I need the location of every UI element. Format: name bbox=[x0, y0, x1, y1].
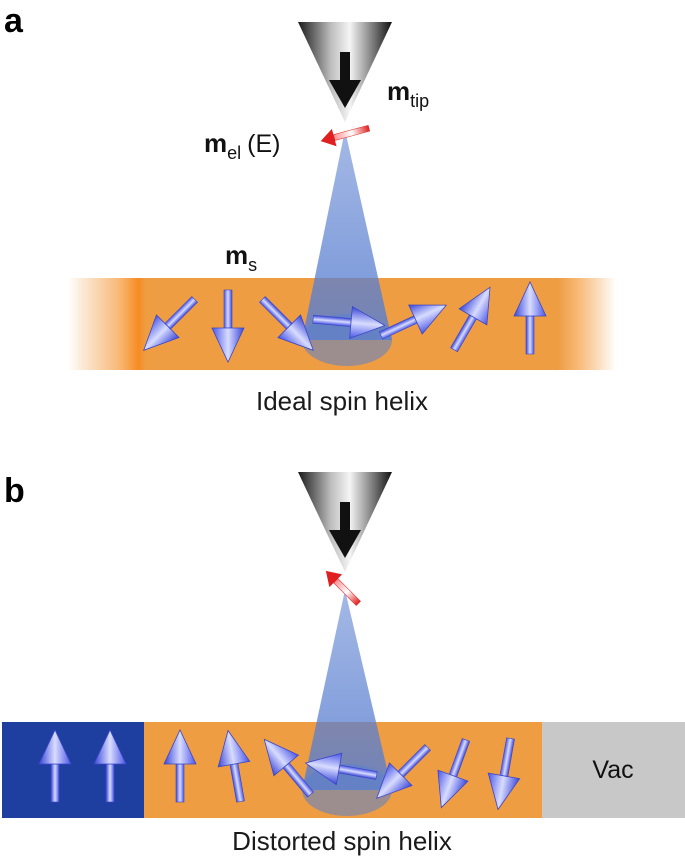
panel-a: a mtip mel(E) ms Ideal spin helix bbox=[4, 2, 616, 416]
band-right-fade bbox=[558, 278, 616, 370]
electron-moment-arrow-b bbox=[325, 570, 361, 606]
caption-a: Ideal spin helix bbox=[256, 386, 428, 416]
vacuum-label: Vac bbox=[592, 756, 633, 784]
panel-b-letter: b bbox=[4, 472, 25, 510]
vacuum-region bbox=[542, 722, 685, 818]
electron-moment-arrow-a bbox=[320, 125, 371, 147]
m-s-label: ms bbox=[225, 240, 257, 275]
tunneling-cone-b bbox=[302, 590, 392, 790]
band-left-fade bbox=[68, 278, 146, 370]
m-tip-label: mtip bbox=[387, 76, 429, 111]
panel-b: b Vac Distorted spin helix bbox=[2, 472, 685, 856]
panel-a-letter: a bbox=[4, 2, 24, 40]
m-el-label: mel(E) bbox=[204, 128, 280, 163]
caption-b: Distorted spin helix bbox=[232, 826, 452, 856]
blue-region bbox=[2, 722, 144, 818]
tunneling-cone-a bbox=[302, 130, 392, 340]
